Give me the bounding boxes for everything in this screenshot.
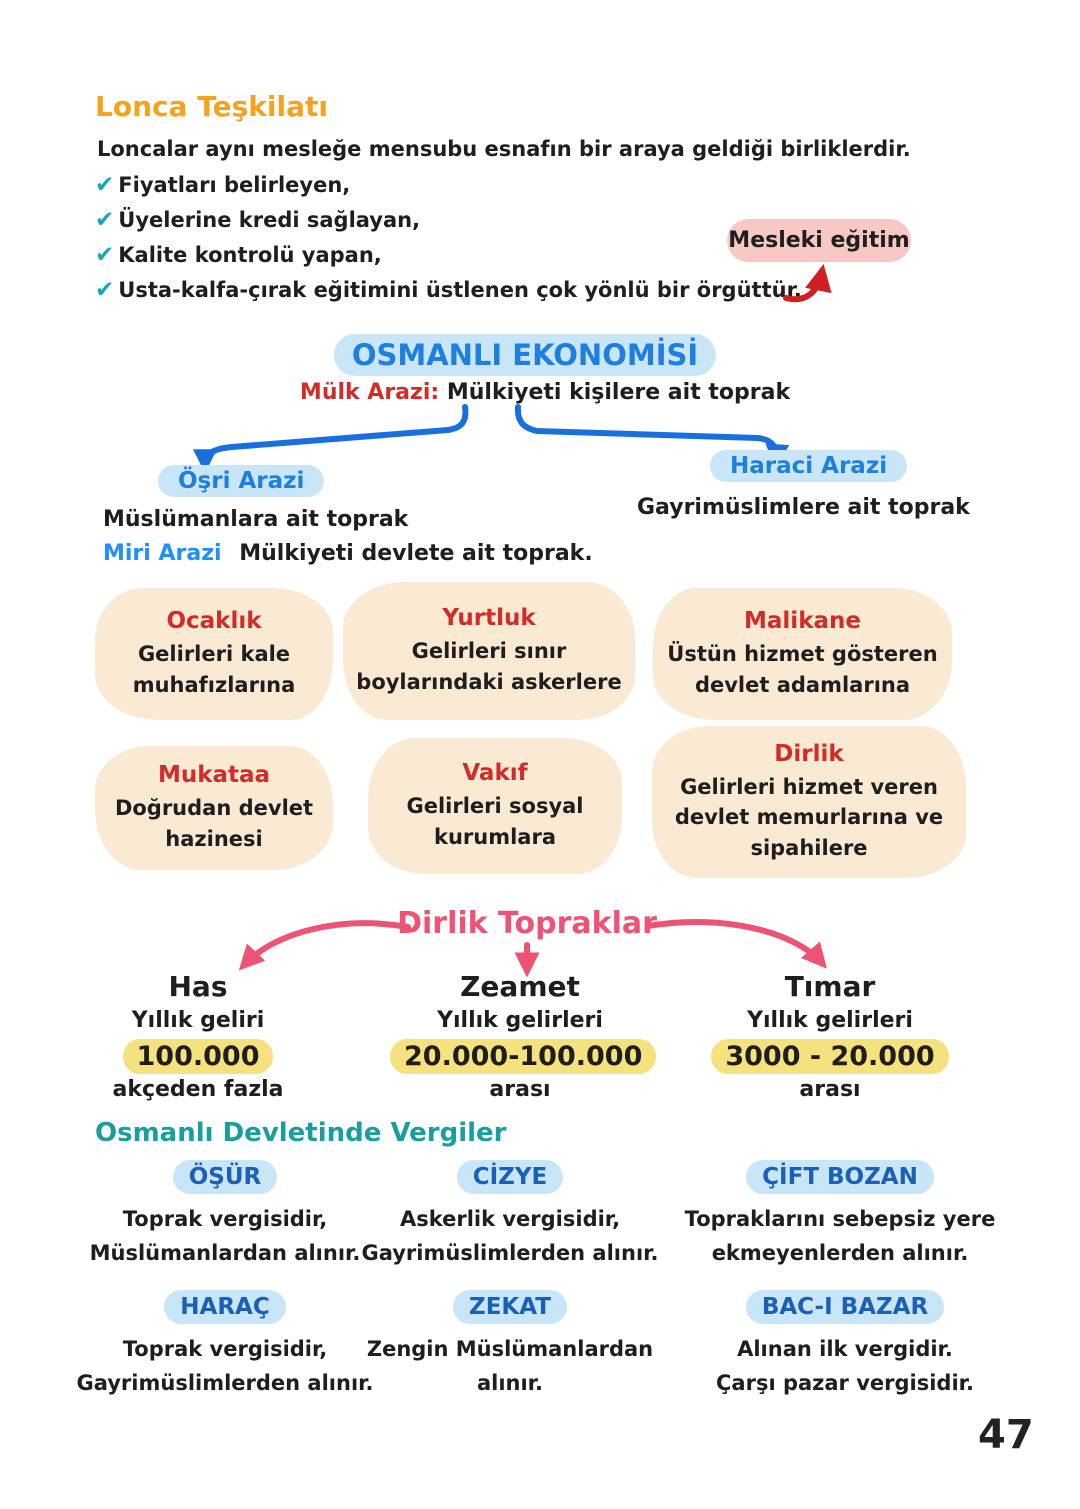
- lonca-list-item: ✔ Usta-kalfa-çırak eğitimini üstlenen ço…: [95, 277, 802, 303]
- land-box-vakif: Vakıf Gelirleri sosyal kurumlara: [368, 738, 622, 874]
- haraci-arazi-badge: Haraci Arazi: [710, 450, 908, 482]
- haraci-arazi-desc: Gayrimüslimlere ait toprak: [637, 495, 970, 520]
- mulk-arazi-desc: Mülkiyeti kişilere ait toprak: [446, 380, 791, 405]
- tax-name-badge: ÇİFT BOZAN: [746, 1160, 934, 1194]
- tax-harac: HARAÇ Toprak vergisidir, Gayrimüslimlerd…: [65, 1290, 385, 1400]
- miri-arazi-line: Miri Arazi Mülkiyeti devlete ait toprak.: [103, 541, 593, 566]
- land-box-desc: Gelirleri sosyal kurumlara: [406, 794, 584, 849]
- lonca-item-label: Üyelerine kredi sağlayan,: [118, 208, 421, 232]
- dirlik-col-amount: 20.000-100.000: [390, 1039, 657, 1074]
- tax-desc: Toprak vergisidir, Müslümanlardan alınır…: [89, 1207, 361, 1265]
- lonca-list-item: ✔ Fiyatları belirleyen,: [95, 172, 350, 198]
- land-box-title: Dirlik: [774, 740, 844, 767]
- checkmark-icon: ✔: [95, 242, 115, 268]
- dirlik-col-line1: Yıllık gelirleri: [747, 1008, 913, 1033]
- dirlik-col-line2: arası: [799, 1077, 861, 1102]
- dirlik-col-line2: akçeden fazla: [112, 1077, 284, 1102]
- mulk-arazi-label: Mülk Arazi:: [299, 380, 440, 405]
- dirlik-column-has: Has Yıllık geliri 100.000 akçeden fazla: [93, 970, 303, 1102]
- page-number: 47: [978, 1412, 1034, 1458]
- dirlik-col-amount: 3000 - 20.000: [711, 1039, 949, 1074]
- tax-cift-bozan: ÇİFT BOZAN Topraklarını sebepsiz yere ek…: [672, 1160, 1008, 1270]
- lonca-section-title: Lonca Teşkilatı: [95, 90, 328, 123]
- land-box-dirlik: Dirlik Gelirleri hizmet veren devlet mem…: [652, 726, 966, 878]
- tax-desc: Zengin Müslümanlardan alınır.: [366, 1337, 654, 1395]
- dirlik-column-timar: Tımar Yıllık gelirleri 3000 - 20.000 ara…: [700, 970, 960, 1102]
- land-box-title: Mukataa: [157, 762, 271, 789]
- dirlik-col-amount: 100.000: [122, 1039, 274, 1074]
- tax-zekat: ZEKAT Zengin Müslümanlardan alınır.: [355, 1290, 665, 1400]
- pink-branch-arrows-icon: [238, 918, 827, 978]
- vergiler-section-title: Osmanlı Devletinde Vergiler: [95, 1118, 507, 1148]
- checkmark-icon: ✔: [95, 172, 115, 198]
- dirlik-topraklar-title: Dirlik Topraklar: [397, 906, 657, 941]
- mulk-arazi-line: Mülk Arazi: Mülkiyeti kişilere ait topra…: [300, 380, 790, 405]
- dirlik-col-name: Tımar: [784, 970, 876, 1003]
- land-box-desc: Gelirleri kale muhafızlarına: [132, 642, 296, 697]
- lonca-item-label: Fiyatları belirleyen,: [118, 173, 351, 197]
- tax-cizye: CİZYE Askerlik vergisidir, Gayrimüslimle…: [355, 1160, 665, 1270]
- miri-arazi-desc: Mülkiyeti devlete ait toprak.: [239, 541, 593, 566]
- land-box-desc: Gelirleri hizmet veren devlet memurların…: [674, 774, 944, 860]
- tax-name-badge: ZEKAT: [453, 1290, 567, 1324]
- dirlik-col-line1: Yıllık gelirleri: [437, 1008, 603, 1033]
- land-box-malikane: Malikane Üstün hizmet gösteren devlet ad…: [653, 588, 952, 720]
- osri-arazi-desc: Müslümanlara ait toprak: [103, 507, 409, 532]
- tax-desc: Alınan ilk vergidir. Çarşı pazar vergisi…: [716, 1337, 974, 1395]
- tax-name-badge: CİZYE: [456, 1160, 564, 1194]
- checkmark-icon: ✔: [95, 207, 115, 233]
- osri-arazi-badge: Öşri Arazi: [158, 465, 325, 497]
- land-box-yurtluk: Yurtluk Gelirleri sınır boylarındaki ask…: [343, 582, 635, 720]
- land-box-ocaklik: Ocaklık Gelirleri kale muhafızlarına: [95, 588, 333, 720]
- dirlik-col-line1: Yıllık geliri: [131, 1008, 265, 1033]
- dirlik-col-name: Zeamet: [460, 970, 580, 1003]
- tax-desc: Toprak vergisidir, Gayrimüslimlerden alı…: [76, 1337, 374, 1395]
- tax-desc: Askerlik vergisidir, Gayrimüslimlerden a…: [361, 1207, 659, 1265]
- lonca-item-label: Usta-kalfa-çırak eğitimini üstlenen çok …: [118, 278, 802, 302]
- red-curved-arrow-icon: [783, 264, 832, 303]
- land-box-desc: Üstün hizmet gösteren devlet adamlarına: [667, 642, 938, 697]
- miri-arazi-label: Miri Arazi: [103, 541, 222, 566]
- tax-bac-i-bazar: BAC-I BAZAR Alınan ilk vergidir. Çarşı p…: [680, 1290, 1010, 1400]
- lonca-list-item: ✔ Üyelerine kredi sağlayan,: [95, 207, 420, 233]
- tax-name-badge: BAC-I BAZAR: [745, 1290, 945, 1324]
- lonca-list-item: ✔ Kalite kontrolü yapan,: [95, 242, 382, 268]
- land-box-title: Ocaklık: [166, 608, 262, 635]
- dirlik-col-name: Has: [168, 970, 228, 1003]
- land-box-desc: Gelirleri sınır boylarındaki askerlere: [356, 639, 622, 694]
- checkmark-icon: ✔: [95, 277, 115, 303]
- land-box-title: Malikane: [744, 608, 861, 635]
- land-box-mukataa: Mukataa Doğrudan devlet hazinesi: [95, 746, 333, 870]
- tax-name-badge: ÖŞÜR: [172, 1160, 278, 1194]
- lonca-intro-text: Loncalar aynı mesleğe mensubu esnafın bi…: [97, 137, 911, 161]
- mesleki-egitim-bubble: Mesleki eğitim: [727, 219, 911, 262]
- land-box-title: Yurtluk: [442, 605, 536, 632]
- dirlik-column-zeamet: Zeamet Yıllık gelirleri 20.000-100.000 a…: [390, 970, 657, 1102]
- dirlik-col-line2: arası: [489, 1077, 551, 1102]
- tax-desc: Topraklarını sebepsiz yere ekmeyenlerden…: [684, 1207, 996, 1265]
- land-box-title: Vakıf: [462, 760, 528, 787]
- land-box-desc: Doğrudan devlet hazinesi: [114, 796, 314, 851]
- osmanli-ekonomisi-title: OSMANLI EKONOMİSİ: [333, 334, 717, 376]
- lonca-item-label: Kalite kontrolü yapan,: [118, 243, 382, 267]
- tax-name-badge: HARAÇ: [164, 1290, 286, 1324]
- tax-osur: ÖŞÜR Toprak vergisidir, Müslümanlardan a…: [65, 1160, 385, 1270]
